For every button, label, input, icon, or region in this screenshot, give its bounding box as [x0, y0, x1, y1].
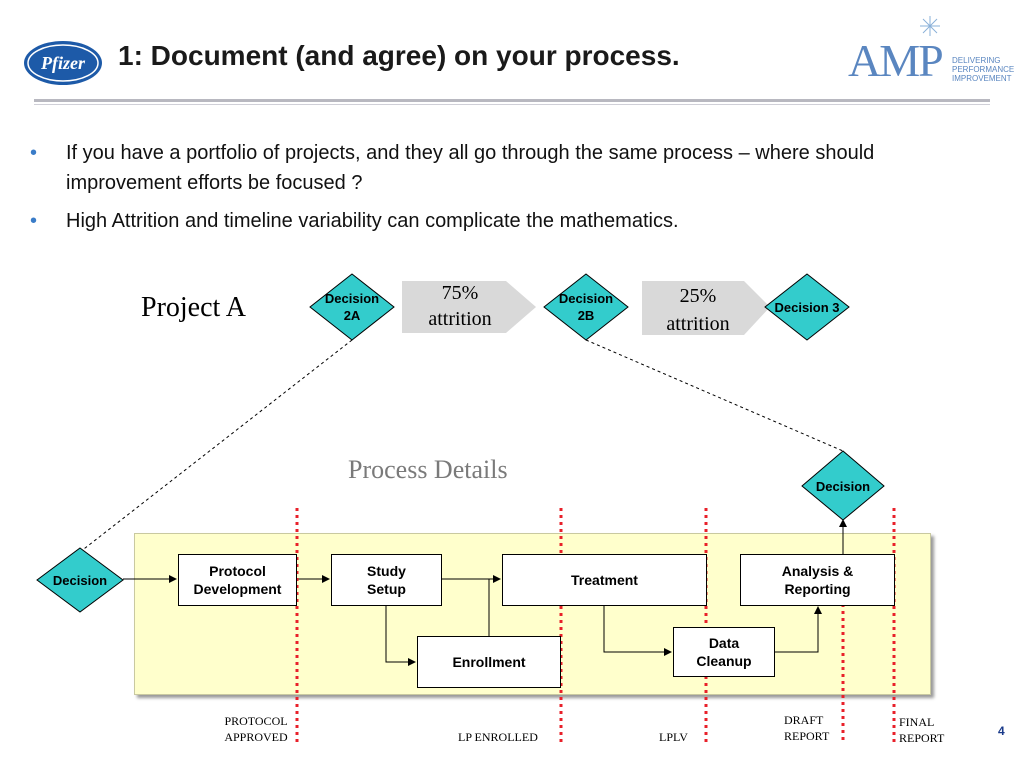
decision-3-label: Decision 3 — [774, 299, 840, 315]
treatment-box: Treatment — [502, 554, 707, 606]
arrow-study-enrollment — [385, 605, 416, 666]
decision-2a-diamond — [309, 273, 395, 341]
milestone-protocol-approved: PROTOCOL APPROVED — [224, 714, 288, 744]
amp-tagline: DELIVERING PERFORMANCE IMPROVEMENT — [952, 56, 1014, 83]
decision-2a-label: Decision 2A — [324, 291, 380, 323]
bullet-icon: • — [30, 142, 38, 164]
zoom-line-right — [585, 339, 844, 452]
end-decision-label: Decision — [815, 478, 871, 494]
bullet-list: • If you have a portfolio of projects, a… — [30, 138, 970, 244]
bullet-item: • High Attrition and timeline variabilit… — [30, 206, 970, 236]
attrition-arrow-2 — [642, 281, 770, 335]
amp-logo: AMP — [846, 14, 1016, 94]
attrition-2-label: 25% attrition — [642, 282, 754, 338]
decision-2b-diamond — [543, 273, 629, 341]
milestone-lp-enrolled: LP ENROLLED — [458, 730, 538, 744]
decision-2b-label: Decision 2B — [558, 291, 614, 323]
start-decision-label: Decision — [52, 572, 108, 588]
milestone-lplv: LPLV — [659, 730, 688, 744]
project-label: Project A — [141, 292, 246, 323]
bullet-icon: • — [30, 210, 38, 232]
header-divider — [34, 99, 990, 102]
bullet-text: High Attrition and timeline variability … — [66, 210, 679, 232]
start-decision-diamond — [36, 547, 124, 613]
analysis-reporting-box: Analysis & Reporting — [740, 554, 895, 606]
attrition-2-text: attrition — [666, 313, 730, 335]
arrow-cleanup-analysis — [775, 606, 822, 653]
data-cleanup-box: Data Cleanup — [673, 627, 775, 677]
attrition-1-value: 75% — [441, 282, 479, 304]
tagline-line: IMPROVEMENT — [952, 74, 1012, 83]
header-divider-thin — [34, 104, 990, 105]
attrition-2-value: 25% — [679, 285, 717, 307]
attrition-1-text: attrition — [428, 308, 492, 330]
page-number: 4 — [998, 724, 1005, 738]
process-details-title: Process Details — [348, 455, 508, 484]
end-decision-diamond — [801, 450, 885, 521]
zoom-line-left — [79, 339, 353, 553]
svg-text:AMP: AMP — [848, 35, 942, 86]
arrow-treatment-cleanup — [603, 605, 672, 656]
tagline-line: DELIVERING — [952, 56, 1001, 65]
page-title: 1: Document (and agree) on your process. — [118, 40, 680, 71]
tagline-line: PERFORMANCE — [952, 65, 1015, 74]
bullet-text: If you have a portfolio of projects, and… — [66, 142, 875, 194]
bullet-item: • If you have a portfolio of projects, a… — [30, 138, 970, 198]
pfizer-logo: Pfizer — [22, 38, 104, 88]
decision-3-diamond — [764, 273, 850, 341]
milestone-draft-report: DRAFT REPORT — [784, 713, 830, 743]
study-setup-box: Study Setup — [331, 554, 442, 606]
enrollment-box: Enrollment — [417, 636, 561, 688]
attrition-arrow-1 — [402, 281, 536, 333]
milestone-final-report: FINAL REPORT — [899, 715, 945, 745]
attrition-1-label: 75% attrition — [402, 280, 518, 332]
protocol-development-box: Protocol Development — [178, 554, 297, 606]
svg-text:Pfizer: Pfizer — [40, 53, 86, 73]
